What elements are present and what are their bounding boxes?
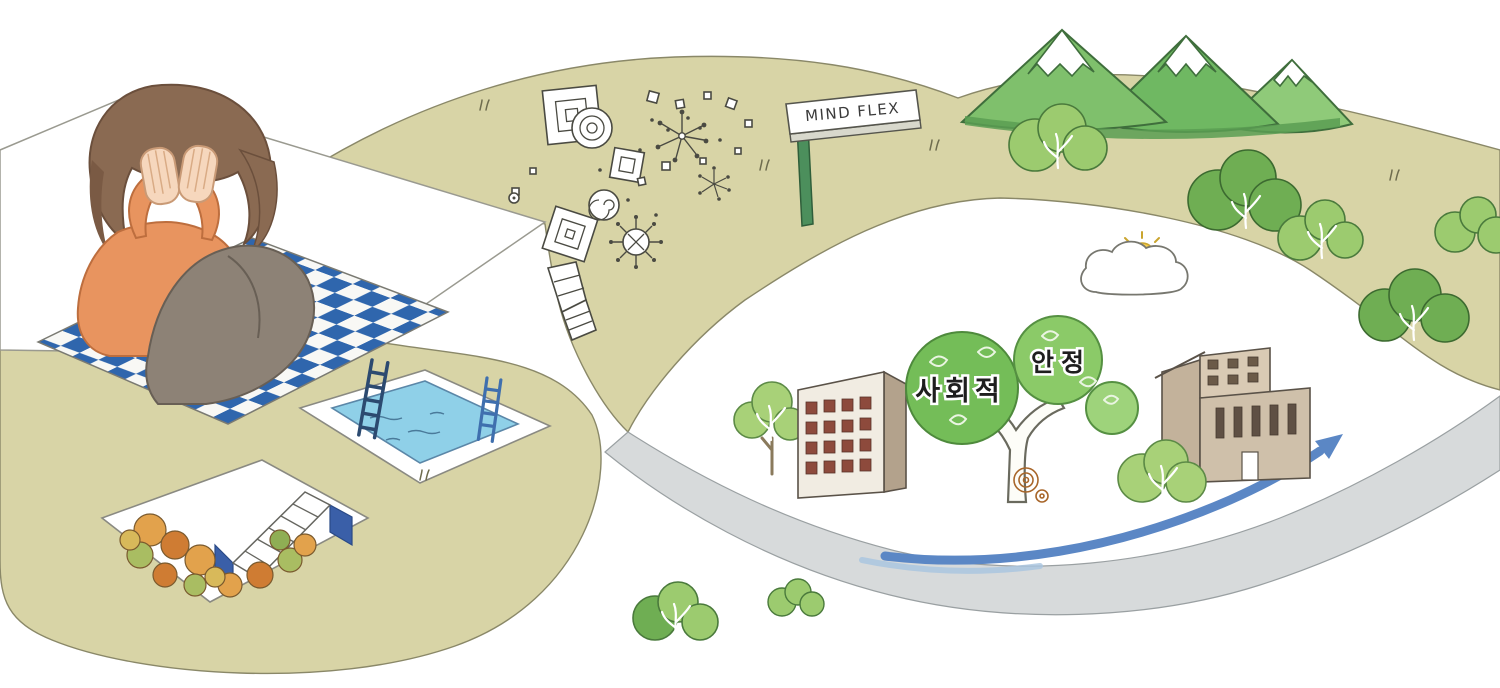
- hair-strand: [89, 160, 108, 252]
- tree-label-right: 안정: [1031, 348, 1091, 377]
- bush: [1277, 199, 1364, 261]
- hillside-bushes: [1008, 103, 1500, 343]
- grass-tufts: [419, 99, 1400, 481]
- cloud: [1080, 240, 1189, 296]
- foliage-small: [1085, 381, 1139, 435]
- trunk-base-spirals: [1013, 467, 1049, 503]
- bush: [767, 578, 825, 617]
- zigzag-ladder-doodle: [546, 261, 597, 342]
- foliage-left: [905, 331, 1019, 445]
- mountain-middle-snow: [1157, 34, 1217, 78]
- ground-top-band: [303, 55, 1500, 434]
- arrow-glow: [859, 557, 1043, 574]
- hand-right: [177, 144, 219, 204]
- building-left-windows: [805, 396, 872, 475]
- autumn-trees: [119, 513, 317, 598]
- forest-pit: [100, 459, 370, 603]
- legs-knees: [145, 244, 315, 405]
- water-pit: [298, 358, 552, 484]
- leaf-doodles: [929, 330, 1120, 426]
- asterisk-doodle-large: [655, 109, 709, 163]
- small-tree-left: [733, 381, 807, 476]
- bush: [632, 581, 719, 641]
- bush-front-right: [1117, 439, 1207, 503]
- building-left: [797, 370, 907, 499]
- social-stability-tree: 사회적 안정: [905, 315, 1139, 504]
- mountain-left-snow: [1027, 28, 1095, 78]
- bush: [1187, 149, 1302, 232]
- bottom-bushes: [632, 578, 825, 641]
- bush: [1434, 196, 1500, 254]
- mind-flex-signpost: MIND FLEX: [785, 89, 922, 227]
- scattered-dots: [598, 116, 722, 217]
- mountain-right-snow: [1272, 58, 1313, 88]
- building-right-windows-main: [1215, 403, 1297, 439]
- ladder-blue: [476, 376, 503, 443]
- building-right: [1154, 347, 1311, 485]
- hand-left: [139, 146, 181, 206]
- building-right-door: [1241, 451, 1259, 481]
- water-ripples: [369, 411, 445, 441]
- city-scene: 사회적 안정: [733, 231, 1311, 504]
- tree-label-left: 사회적: [915, 376, 1005, 407]
- building-right-windows-top: [1207, 356, 1259, 386]
- ladder-dark: [357, 358, 390, 440]
- virus-doodle: [609, 215, 663, 269]
- asterisk-doodle-small: [698, 166, 731, 201]
- distressed-woman: [76, 83, 315, 405]
- scattered-squares: [511, 89, 753, 196]
- doodle-cluster: [508, 84, 753, 342]
- pit-wall-right: [329, 503, 353, 547]
- sign-board: [785, 89, 921, 135]
- knee-fold-line: [227, 255, 261, 339]
- progress-arrow-head: [1315, 434, 1343, 459]
